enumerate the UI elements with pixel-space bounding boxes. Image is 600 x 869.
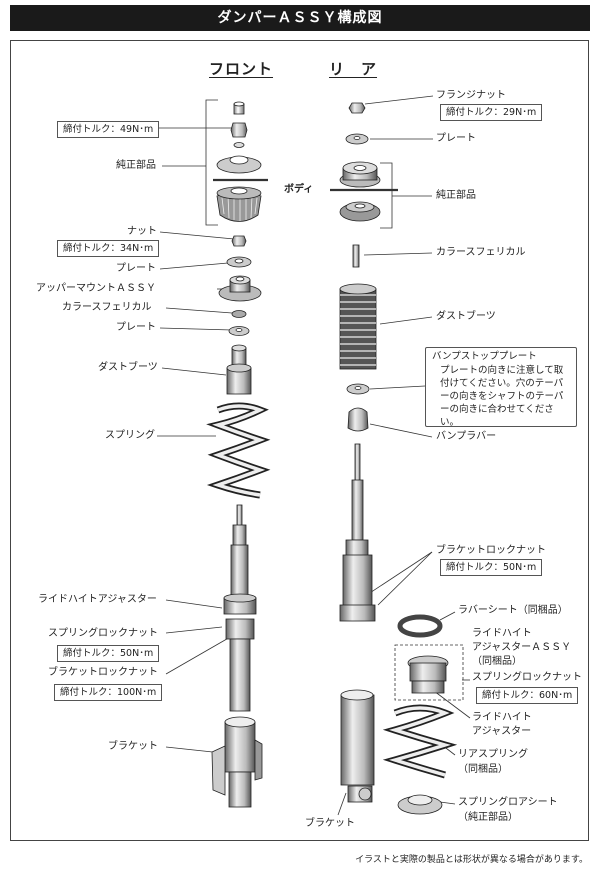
front-column-header: フロント: [209, 60, 274, 78]
bump-plate-instructions: プレートの向きに注意して取付けてください。穴のテーパーの向きをシャフトのテーパー…: [440, 365, 564, 428]
rear-spring-label-1: リアスプリング: [458, 749, 528, 760]
rear-torque-spring-lock: 締付トルク：60N･m: [476, 687, 579, 704]
front-upper-mount-label: アッパーマウントＡＳＳＹ: [36, 283, 156, 294]
front-plate1-label: プレート: [116, 263, 156, 274]
rear-lower-seat-label-2: （純正部品）: [458, 812, 518, 823]
rear-torque-flange: 締付トルク：29N･m: [440, 104, 543, 121]
bump-plate-note: バンプストッププレート プレートの向きに注意して取付けてください。穴のテーパーの…: [425, 347, 577, 428]
bump-plate-title: バンプストッププレート: [432, 351, 537, 362]
diagram-frame: [10, 40, 589, 841]
rear-bracket-label: ブラケット: [305, 818, 355, 829]
rear-torque-bracket-lock: 締付トルク：50N･m: [440, 559, 543, 576]
rear-dust-boot-label: ダストブーツ: [436, 311, 496, 322]
rear-rubber-seat-label: ラバーシート（同梱品）: [458, 605, 568, 616]
rear-plate-label: プレート: [436, 133, 476, 144]
front-ride-height-label: ライドハイトアジャスター: [38, 594, 157, 605]
front-genuine-label: 純正部品: [116, 160, 156, 171]
diagram-title: ダンパーＡＳＳＹ構成図: [10, 5, 590, 31]
rear-flange-nut-label: フランジナット: [436, 90, 506, 101]
rear-ride-assy-label-2: アジャスターＡＳＳＹ: [472, 642, 572, 653]
rear-spring-label-2: （同梱品）: [458, 764, 508, 775]
rear-bump-rubber-label: バンプラバー: [436, 431, 497, 442]
front-dust-boot-label: ダストブーツ: [98, 362, 158, 373]
rear-spring-lock-label: スプリングロックナット: [472, 672, 582, 683]
front-torque-spring-lock: 締付トルク：50N･m: [57, 645, 160, 662]
disclaimer-footer: イラストと実際の製品とは形状が異なる場合があります。: [355, 855, 588, 865]
front-plate2-label: プレート: [116, 322, 156, 333]
rear-collar-label: カラースフェリカル: [436, 247, 526, 258]
rear-lower-seat-label-1: スプリングロアシート: [458, 797, 558, 808]
rear-ride-adj-label-1: ライドハイト: [472, 712, 532, 723]
body-label: ボディ: [284, 184, 314, 195]
front-bracket-lock-label: ブラケットロックナット: [48, 667, 158, 678]
rear-genuine-label: 純正部品: [436, 190, 476, 201]
rear-ride-adj-label-2: アジャスター: [472, 726, 532, 737]
rear-ride-assy-label-3: （同梱品）: [472, 656, 522, 667]
front-collar-label: カラースフェリカル: [62, 302, 152, 313]
front-bracket-label: ブラケット: [108, 741, 158, 752]
front-spring-lock-label: スプリングロックナット: [48, 628, 158, 639]
front-torque-bracket-lock: 締付トルク：100N･m: [54, 684, 163, 701]
rear-column-header: リ ア: [329, 60, 378, 78]
rear-ride-assy-label-1: ライドハイト: [472, 628, 532, 639]
front-torque-nut: 締付トルク：34N･m: [57, 240, 160, 257]
front-nut-label: ナット: [127, 226, 157, 237]
front-spring-label: スプリング: [105, 430, 155, 441]
front-torque-top: 締付トルク：49N･m: [57, 121, 160, 138]
rear-bracket-lock-label: ブラケットロックナット: [436, 545, 546, 556]
